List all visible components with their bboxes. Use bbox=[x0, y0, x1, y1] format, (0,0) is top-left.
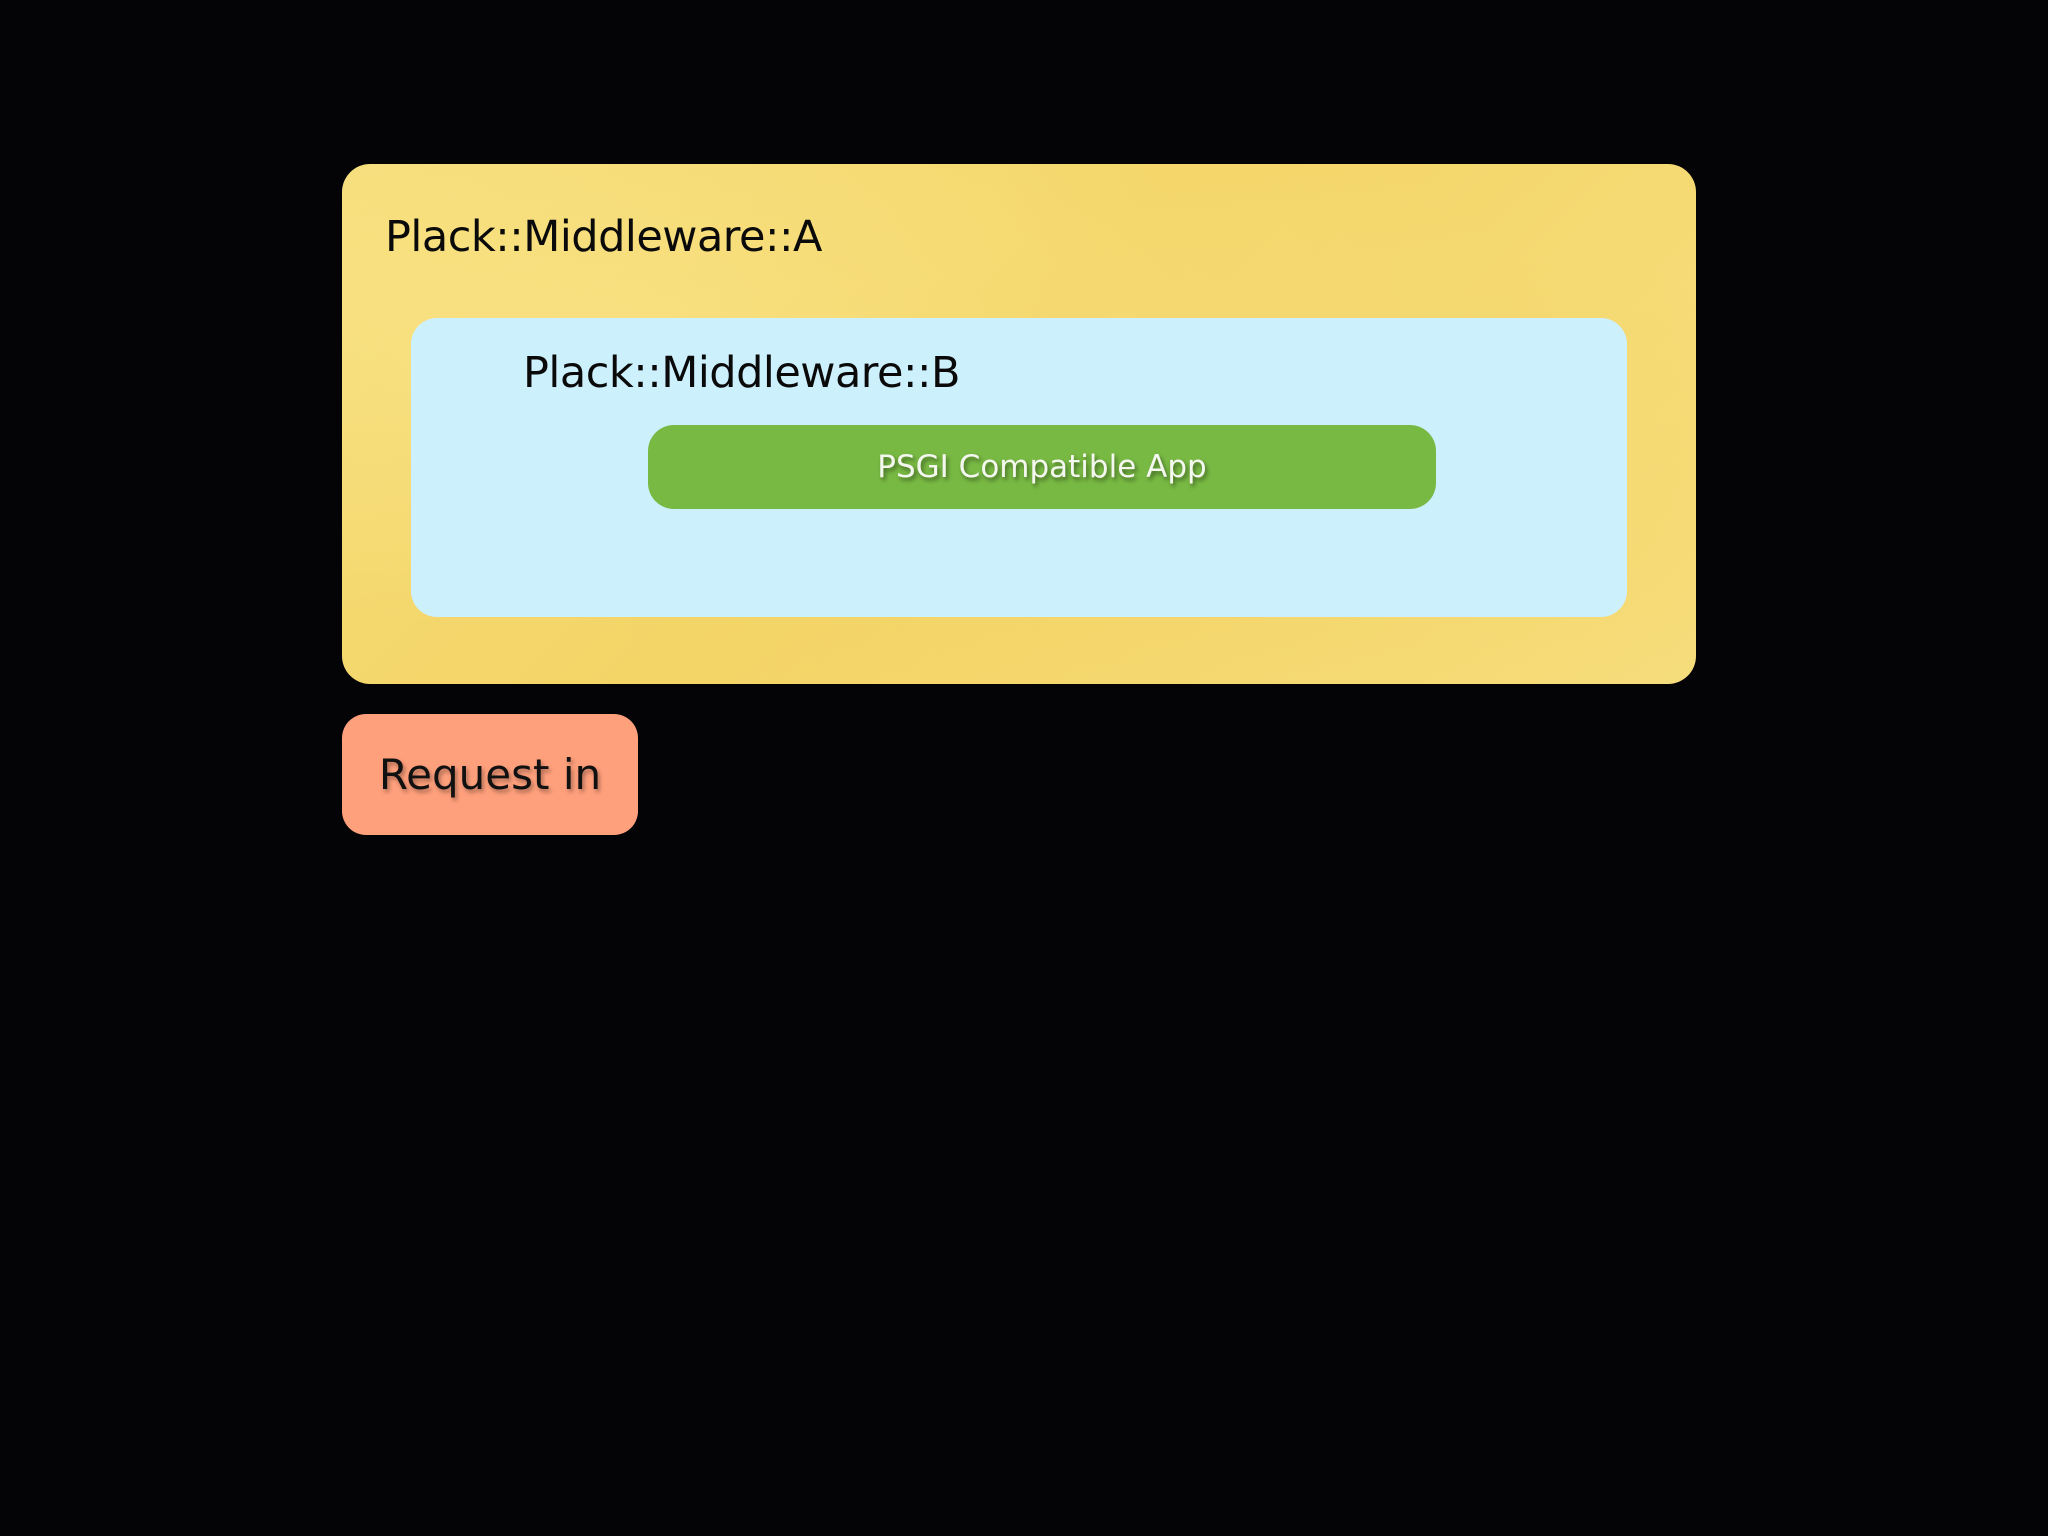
middleware-b-box: Plack::Middleware::B PSGI Compatible App bbox=[411, 318, 1627, 617]
psgi-app-pill: PSGI Compatible App bbox=[648, 425, 1436, 509]
request-in-box: Request in bbox=[342, 714, 638, 835]
request-in-label: Request in bbox=[378, 750, 602, 799]
middleware-a-box: Plack::Middleware::A Plack::Middleware::… bbox=[342, 164, 1696, 684]
middleware-b-label: Plack::Middleware::B bbox=[523, 348, 960, 398]
middleware-a-label: Plack::Middleware::A bbox=[385, 212, 822, 262]
psgi-app-label: PSGI Compatible App bbox=[877, 449, 1207, 485]
